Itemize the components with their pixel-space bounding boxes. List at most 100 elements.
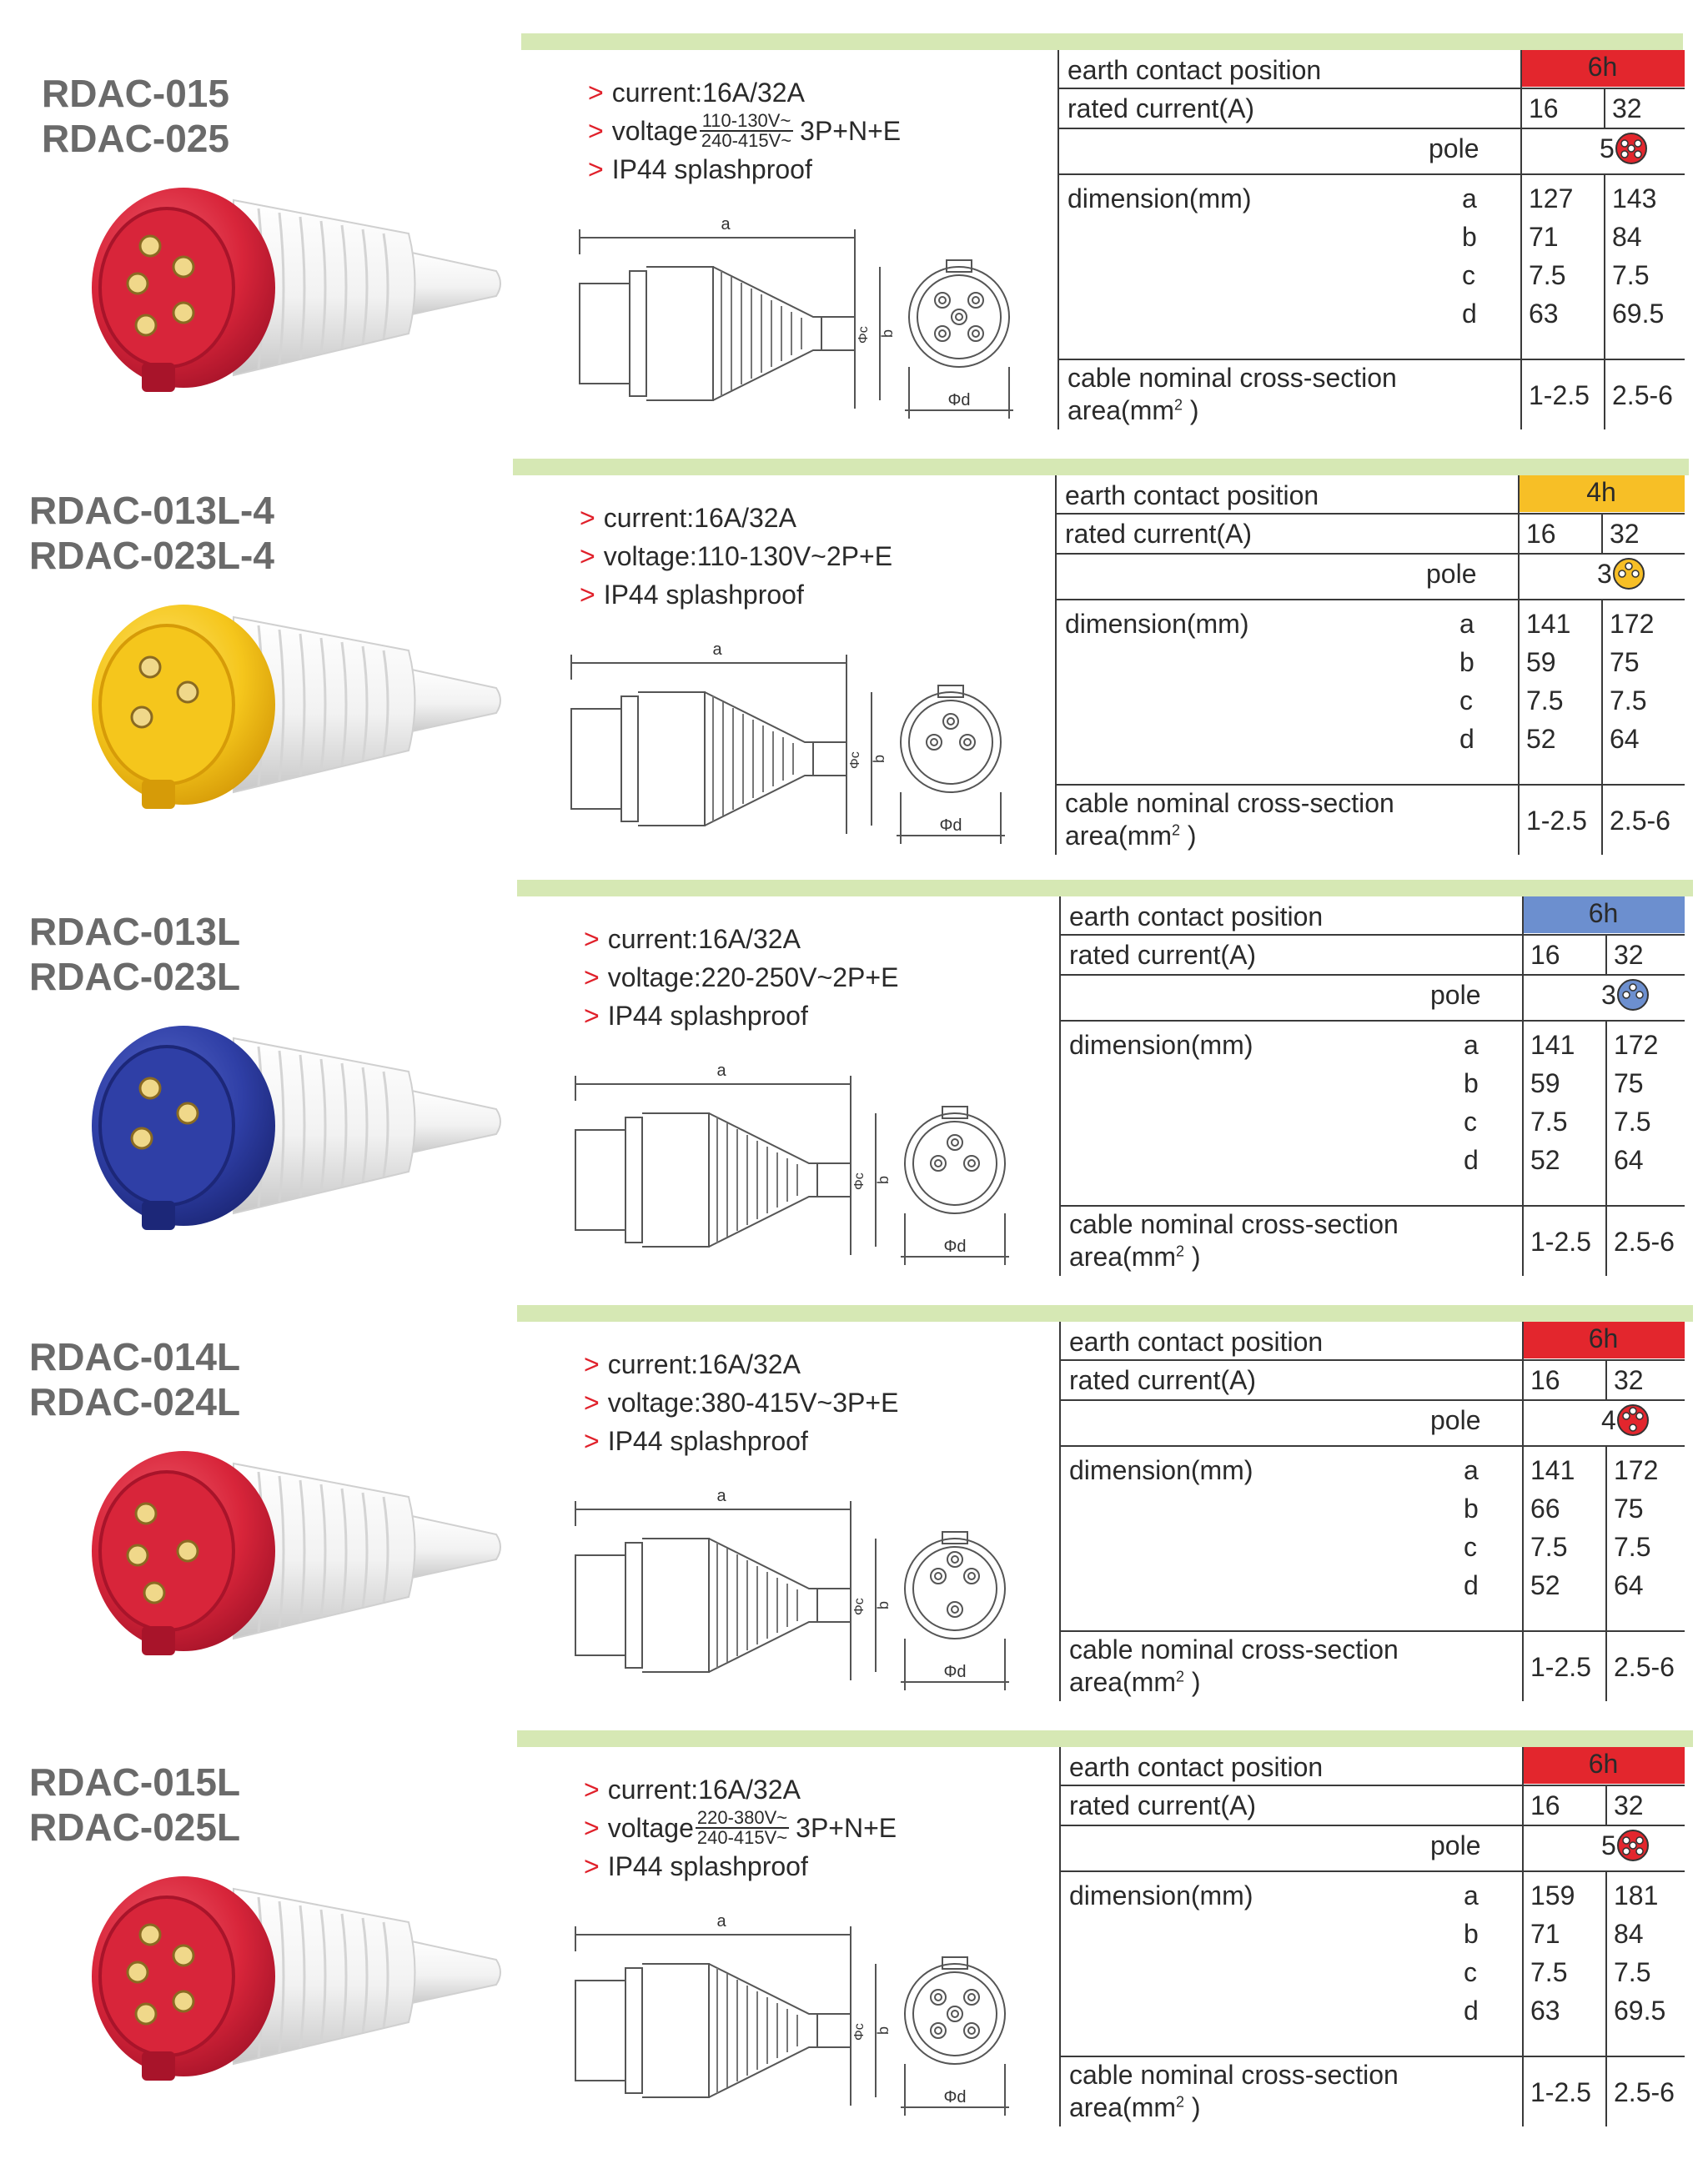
table-divider bbox=[1059, 1399, 1685, 1401]
dimension-value-c-16: 7.5 bbox=[1526, 685, 1564, 715]
model-number: RDAC-023L-4 bbox=[29, 534, 274, 577]
table-left-border bbox=[1059, 1322, 1061, 1701]
table-divider bbox=[1605, 1020, 1607, 1276]
dimension-value-c-16: 7.5 bbox=[1530, 1532, 1568, 1562]
table-left-border bbox=[1055, 475, 1057, 855]
dimension-value-b-32: 84 bbox=[1614, 1919, 1644, 1949]
earth-contact-label: earth contact position bbox=[1065, 480, 1319, 510]
dimension-value-c-32: 7.5 bbox=[1612, 260, 1650, 290]
table-left-border bbox=[1059, 1747, 1061, 2126]
table-divider bbox=[1059, 1020, 1685, 1022]
spec-item: >IP44 splashproof bbox=[584, 1847, 897, 1885]
red-arrow-icon: > bbox=[584, 1775, 600, 1805]
table-divider bbox=[1522, 896, 1524, 1276]
plug-image bbox=[42, 1839, 509, 2110]
spec-list: >current:16A/32A>voltage:380-415V~3P+E>I… bbox=[584, 1345, 898, 1460]
cable-value-16: 1-2.5 bbox=[1529, 380, 1590, 410]
red-arrow-icon: > bbox=[584, 1349, 600, 1379]
current-label: current: bbox=[607, 1775, 699, 1805]
cable-value-32: 2.5-6 bbox=[1610, 806, 1670, 836]
dimension-key-c: c bbox=[1464, 1532, 1477, 1562]
table-divider bbox=[1059, 1205, 1685, 1207]
dimension-value-b-16: 71 bbox=[1530, 1919, 1560, 1949]
table-divider bbox=[1059, 1445, 1685, 1447]
cable-area-superscript: 2 bbox=[1174, 396, 1183, 414]
red-arrow-icon: > bbox=[584, 924, 600, 954]
voltage-label: voltage bbox=[607, 1388, 694, 1418]
dimension-value-d-16: 63 bbox=[1529, 299, 1559, 329]
earth-position-badge: 6h bbox=[1520, 50, 1685, 87]
red-arrow-icon: > bbox=[588, 78, 604, 108]
voltage-high: 240-415V~ bbox=[696, 1826, 788, 1848]
dimension-value-d-32: 64 bbox=[1610, 724, 1640, 754]
model-number: RDAC-015 bbox=[42, 72, 229, 115]
table-divider bbox=[1059, 1359, 1685, 1361]
earth-contact-label: earth contact position bbox=[1069, 1327, 1324, 1357]
plug-image bbox=[42, 567, 509, 838]
table-divider bbox=[1055, 784, 1685, 786]
dimension-key-c: c bbox=[1464, 1957, 1477, 1987]
table-divider bbox=[1601, 599, 1603, 855]
spec-list: >current:16A/32A>voltage:110-130V~2P+E>I… bbox=[580, 499, 892, 614]
table-divider bbox=[1057, 128, 1685, 129]
plug-image bbox=[42, 150, 509, 421]
dimension-value-d-16: 63 bbox=[1530, 1996, 1560, 2026]
cable-section-label: cable nominal cross-section bbox=[1069, 2060, 1399, 2090]
red-arrow-icon: > bbox=[588, 116, 604, 146]
red-arrow-icon: > bbox=[584, 1426, 600, 1456]
spec-item: >current:16A/32A bbox=[584, 920, 898, 958]
cable-area-superscript: 2 bbox=[1176, 1668, 1185, 1685]
table-divider bbox=[1518, 475, 1520, 855]
dimension-key-b: b bbox=[1462, 222, 1477, 252]
rated-current-16: 16 bbox=[1530, 1365, 1560, 1395]
cable-value-32: 2.5-6 bbox=[1614, 1652, 1675, 1682]
dimension-a-label: a bbox=[716, 1912, 726, 1931]
cable-area-text: area(mm bbox=[1069, 1667, 1177, 1697]
cable-area-label: area(mm2 ) bbox=[1069, 2092, 1201, 2123]
dimension-key-b: b bbox=[1464, 1919, 1479, 1949]
current-label: current: bbox=[603, 503, 695, 533]
dimension-key-a: a bbox=[1462, 183, 1477, 213]
section-header-bar bbox=[517, 880, 1693, 896]
ip-rating: IP44 splashproof bbox=[607, 1001, 808, 1031]
dimension-value-a-32: 143 bbox=[1612, 183, 1657, 213]
pole-count: 4 bbox=[1601, 1405, 1616, 1435]
section-header-bar bbox=[513, 459, 1689, 475]
current-value: 16A/32A bbox=[702, 78, 805, 108]
rated-current-label: rated current(A) bbox=[1068, 93, 1255, 123]
voltage-fraction: 110-130V~240-415V~ bbox=[699, 111, 794, 150]
pole-socket-icon bbox=[1617, 1404, 1649, 1436]
pole-label: pole bbox=[1430, 1405, 1481, 1435]
table-divider bbox=[1057, 88, 1685, 89]
table-divider bbox=[1059, 1785, 1685, 1786]
cable-area-text: area(mm bbox=[1065, 821, 1173, 851]
cable-value-16: 1-2.5 bbox=[1530, 2077, 1591, 2107]
section-header-bar bbox=[517, 1305, 1693, 1322]
cable-value-16: 1-2.5 bbox=[1526, 806, 1587, 836]
dimension-key-a: a bbox=[1464, 1880, 1479, 1910]
dimension-key-b: b bbox=[1464, 1068, 1479, 1098]
cable-area-label: area(mm2 ) bbox=[1068, 395, 1199, 426]
cable-area-superscript: 2 bbox=[1176, 2093, 1185, 2111]
red-arrow-icon: > bbox=[580, 580, 595, 610]
dimension-value-c-32: 7.5 bbox=[1614, 1107, 1651, 1137]
red-arrow-icon: > bbox=[580, 503, 595, 533]
table-divider bbox=[1059, 2056, 1685, 2057]
dimension-b-label: b bbox=[871, 755, 887, 763]
dimension-d-label: Φd bbox=[943, 2088, 966, 2106]
plug-image bbox=[42, 1413, 509, 1685]
model-number: RDAC-023L bbox=[29, 955, 241, 998]
dimension-value-d-32: 64 bbox=[1614, 1570, 1644, 1600]
plug-image bbox=[42, 988, 509, 1259]
cable-area-label: area(mm2 ) bbox=[1065, 821, 1197, 851]
voltage-low: 110-130V~ bbox=[699, 111, 794, 132]
dimension-value-b-32: 75 bbox=[1614, 1494, 1644, 1524]
pole-count: 3 bbox=[1597, 559, 1612, 589]
